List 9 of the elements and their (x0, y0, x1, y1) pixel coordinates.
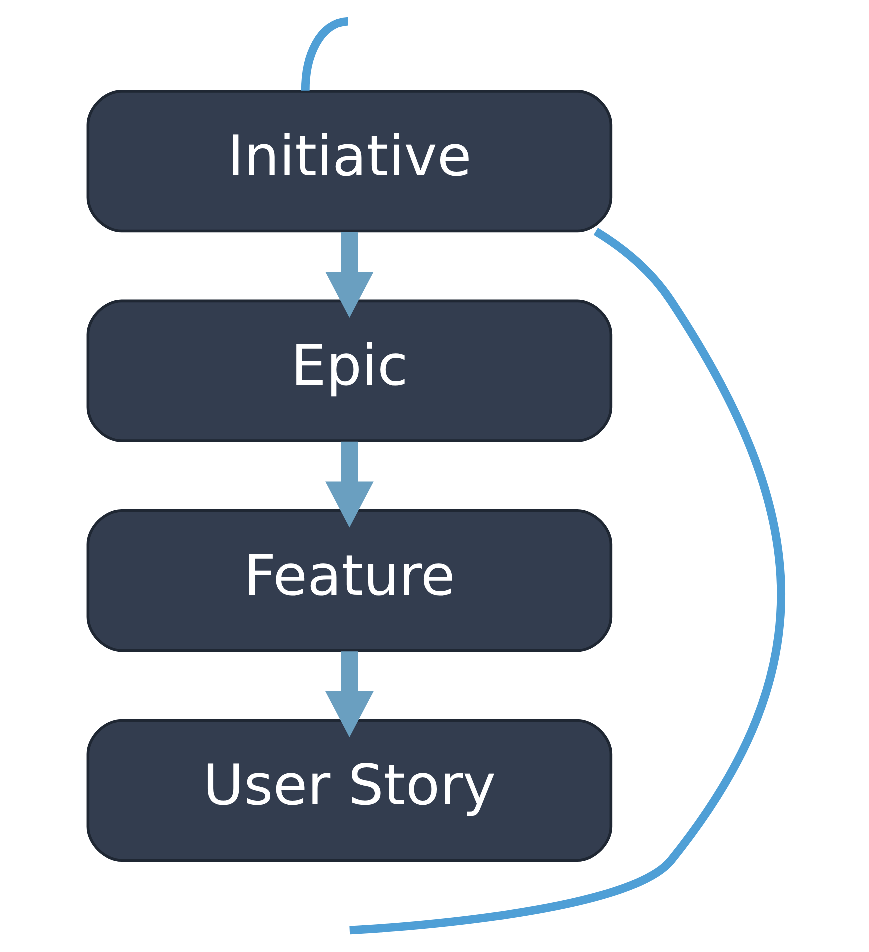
arrow (325, 232, 374, 318)
arrow (325, 442, 374, 528)
connector (300, 17, 348, 91)
arrow (325, 652, 374, 738)
node-box: Feature (86, 510, 612, 652)
node-box: User Story (86, 719, 612, 862)
node-box: Initiative (86, 90, 612, 233)
node-box: Epic (86, 300, 612, 442)
connector (349, 228, 785, 935)
